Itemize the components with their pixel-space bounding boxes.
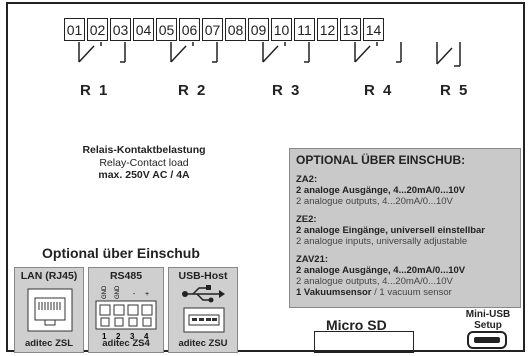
section-extra-en: / 1 vacuum sensor	[371, 287, 452, 298]
module-rs485: RS485 GND GND - + 1 2 3 4 aditec ZS4	[88, 267, 164, 353]
section-de: 2 analoge Ausgänge, 4...20mA/0...10V	[296, 185, 466, 196]
mini-usb-line2: Setup	[474, 320, 502, 331]
section-head: ZA2:	[296, 174, 318, 185]
terminal-block-icon: GND GND - + 1 2 3 4	[95, 285, 157, 340]
section-en: 2 analogue outputs, 4...20mA/0...10V	[296, 196, 453, 207]
terminal-13: 13	[340, 18, 361, 41]
mini-usb-label: Mini-USB Setup	[453, 309, 523, 331]
module-label: USB-Host	[178, 270, 228, 282]
optional-module-box: OPTIONAL ÜBER EINSCHUB: ZA2: 2 analoge A…	[289, 148, 521, 308]
section-extra-de: 1 Vakuumsensor	[296, 287, 372, 298]
rj45-port-icon	[27, 288, 73, 332]
usb-icon	[182, 285, 225, 333]
terminal-01: 01	[64, 18, 85, 41]
terminal-12: 12	[317, 18, 338, 41]
relay-label-1: R 1	[80, 82, 110, 99]
relay-1-contact	[78, 42, 126, 63]
terminal-03: 03	[110, 18, 131, 41]
relay-label-4: R 4	[364, 82, 394, 99]
relay-contacts-diagram	[78, 42, 461, 67]
terminal-14: 14	[363, 18, 384, 41]
relay-contact-load: Relais-Kontaktbelastung Relay-Contact lo…	[54, 144, 234, 182]
terminal-10: 10	[271, 18, 292, 41]
relay-4-contact	[354, 42, 402, 63]
optional-section-za2: ZA2: 2 analoge Ausgänge, 4...20mA/0...10…	[296, 174, 514, 207]
relay-label-3: R 3	[272, 82, 302, 99]
section-en: 2 analogue outputs, 4...20mA/0...10V	[296, 276, 453, 287]
section-head: ZE2:	[296, 214, 317, 225]
terminal-08: 08	[225, 18, 246, 41]
module-lan: LAN (RJ45) aditec ZSL	[14, 267, 84, 353]
module-footer: aditec ZSL	[24, 338, 74, 349]
svg-text:1: 1	[102, 332, 107, 340]
optional-slot-title: Optional über Einschub	[42, 245, 200, 261]
section-de: 2 analoge Eingänge, universell einstellb…	[296, 225, 486, 236]
terminal-07: 07	[202, 18, 223, 41]
micro-sd-label: Micro SD	[326, 317, 387, 333]
optional-section-ze2: ZE2: 2 analoge Eingänge, universell eins…	[296, 214, 514, 247]
pin-label-minus: -	[133, 291, 136, 298]
pin-label-gnd-2: GND	[115, 285, 121, 299]
svg-text:2: 2	[116, 332, 121, 340]
relay-3-contact	[262, 42, 310, 63]
optional-box-title: OPTIONAL ÜBER EINSCHUB:	[296, 153, 466, 167]
relay-label-2: R 2	[178, 82, 208, 99]
terminal-11: 11	[294, 18, 315, 41]
relay-label-5: R 5	[440, 82, 470, 99]
terminal-09: 09	[248, 18, 269, 41]
module-usb-host: USB-Host aditec ZSU	[168, 267, 238, 353]
svg-text:3: 3	[130, 332, 135, 340]
pin-label-plus: +	[145, 291, 149, 298]
micro-sd-slot[interactable]	[314, 331, 414, 353]
section-de: 2 analoge Ausgänge, 4...20mA/0...10V	[296, 265, 466, 276]
section-en: 2 analogue inputs, universally adjustabl…	[296, 236, 468, 247]
module-footer: aditec ZSU	[178, 338, 228, 349]
mini-usb-line1: Mini-USB	[465, 309, 511, 320]
terminal-04: 04	[133, 18, 154, 41]
relay-contact-de: Relais-Kontaktbelastung	[82, 144, 206, 156]
module-label: LAN (RJ45)	[20, 270, 78, 282]
module-label: RS485	[109, 270, 143, 282]
terminal-05: 05	[156, 18, 177, 41]
terminal-02: 02	[87, 18, 108, 41]
terminal-06: 06	[179, 18, 200, 41]
mini-usb-port-icon[interactable]	[466, 330, 508, 350]
section-head: ZAV21:	[296, 254, 329, 265]
relay-5-contact	[436, 42, 461, 67]
relay-contact-rating: max. 250V AC / 4A	[98, 169, 190, 181]
relay-contact-en: Relay-Contact load	[99, 156, 189, 169]
svg-text:4: 4	[144, 332, 149, 340]
pin-label-gnd-1: GND	[102, 285, 108, 299]
relay-2-contact	[170, 42, 218, 63]
module-footer: aditec ZS4	[102, 338, 150, 349]
optional-section-zav21: ZAV21: 2 analoge Ausgänge, 4...20mA/0...…	[296, 254, 514, 298]
